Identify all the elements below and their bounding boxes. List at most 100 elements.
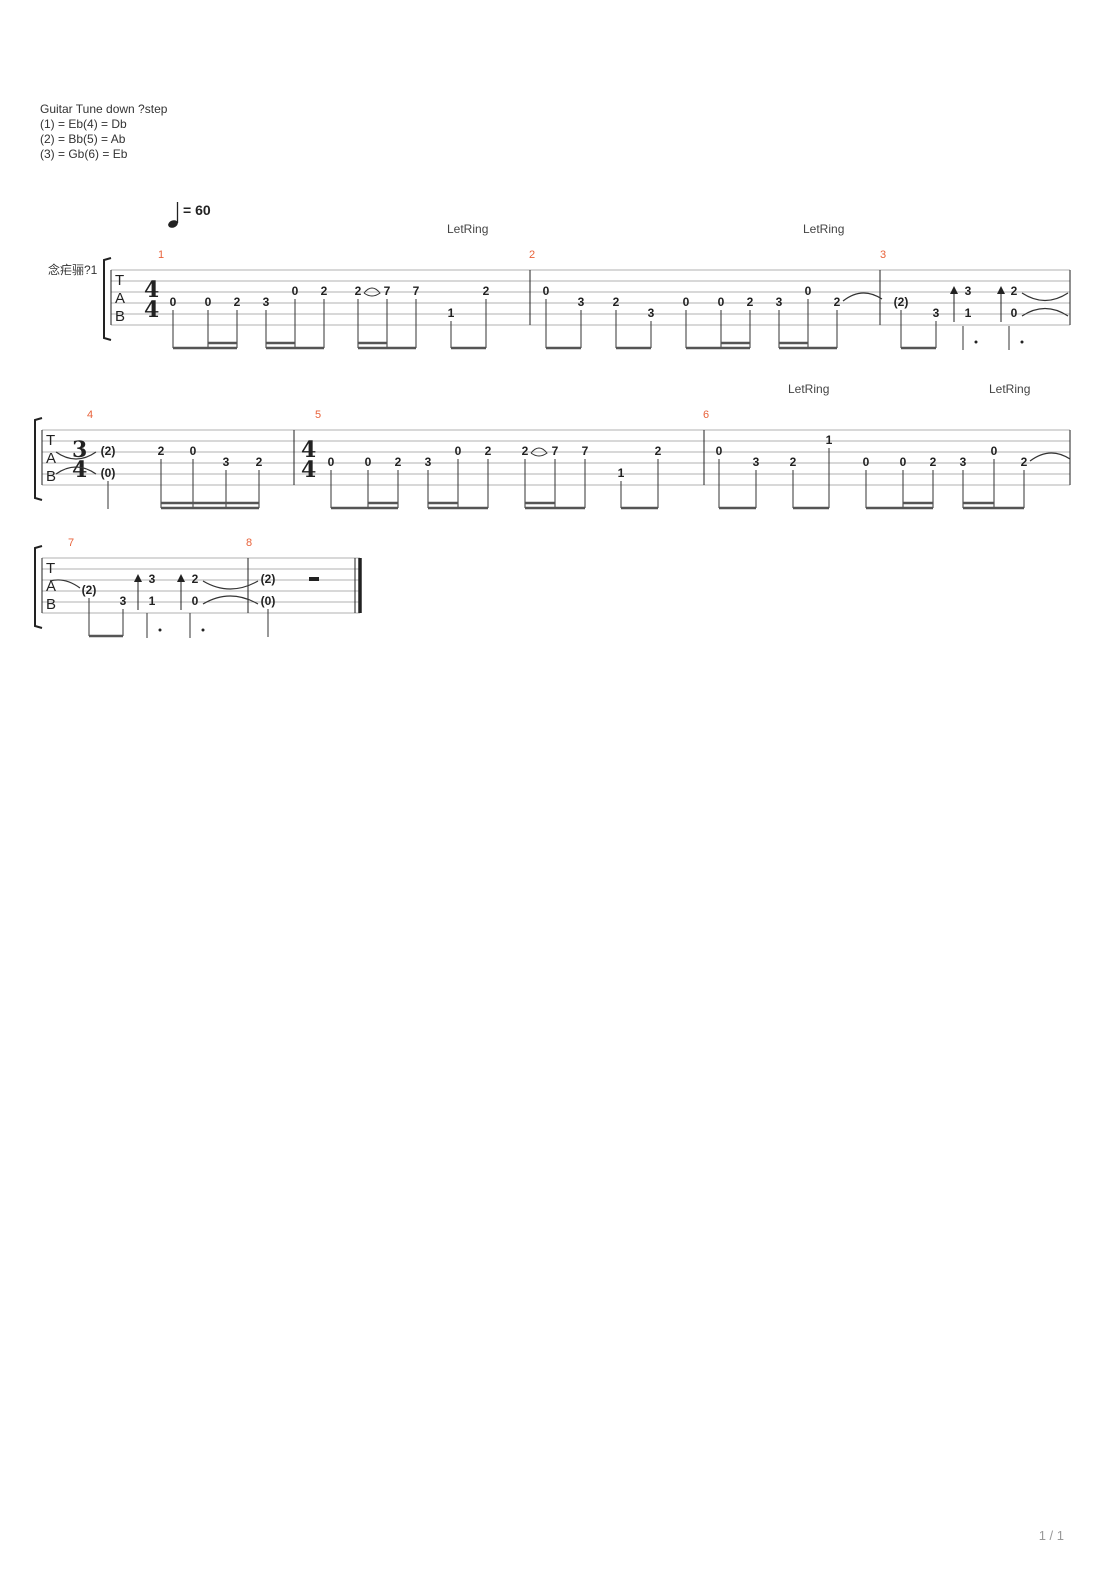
fret-number: 7 <box>384 284 391 298</box>
time-sig-top-m1: 4 <box>144 277 159 303</box>
time-sig-bottom-m1: 4 <box>144 297 159 323</box>
strum-up-arrow-icon <box>134 574 142 582</box>
fret-number: 2 <box>234 295 241 309</box>
fret-number: 3 <box>120 594 127 608</box>
fret-number: 2 <box>192 572 199 586</box>
fret-number: 3 <box>933 306 940 320</box>
staff-lines <box>42 557 360 614</box>
beams-m6 <box>719 501 1024 510</box>
tempo-value: = 60 <box>183 202 211 218</box>
fret-number: 3 <box>263 295 270 309</box>
tuning-title: Guitar Tune down ?step <box>40 102 168 116</box>
fret-number: 3 <box>578 295 585 309</box>
fret-number: 2 <box>158 444 165 458</box>
fret-number: 2 <box>930 455 937 469</box>
fret-number: 0 <box>863 455 870 469</box>
let-ring-label-3: LetRing <box>788 382 829 396</box>
fret-number: 7 <box>582 444 589 458</box>
track-name: 念疟骊?1 <box>48 262 98 277</box>
let-ring-label-1: LetRing <box>447 222 488 236</box>
tempo-mark: = 60 <box>168 202 211 228</box>
fret-number: 2 <box>485 444 492 458</box>
fret-number: 3 <box>960 455 967 469</box>
stems-m2 <box>545 299 838 348</box>
staff-lines <box>111 269 1070 326</box>
time-sig-top-m4: 3 <box>72 437 87 463</box>
tuning-info: Guitar Tune down ?step (1) = Eb(4) = Db … <box>40 102 167 162</box>
quarter-note-icon <box>168 220 178 228</box>
stems-m3 <box>900 310 1010 350</box>
fret-number: 0 <box>1011 306 1018 320</box>
dot-mark <box>158 628 162 632</box>
tab-clef-t: T <box>46 560 55 577</box>
measure-number-3: 3 <box>880 249 886 261</box>
fret-number: 2 <box>790 455 797 469</box>
fret-number: 2 <box>613 295 620 309</box>
fret-number: 0 <box>716 444 723 458</box>
measure-number-1: 1 <box>158 249 164 261</box>
tie-mark <box>1029 452 1071 462</box>
tuning-line-1: (1) = Eb(4) = Db <box>40 117 127 131</box>
measure-number-5: 5 <box>315 409 321 421</box>
strum-up-arrow-icon <box>997 286 1005 294</box>
fret-number: 3 <box>149 572 156 586</box>
system-bracket <box>103 257 112 341</box>
measure-number-8: 8 <box>246 537 252 549</box>
beams-m1 <box>173 341 486 350</box>
staff-lines <box>42 429 1070 486</box>
fret-number: 2 <box>834 295 841 309</box>
fret-number: 7 <box>552 444 559 458</box>
tie-mark <box>842 292 883 302</box>
fret-number: 2 <box>1021 455 1028 469</box>
page-number: 1 / 1 <box>1038 1528 1064 1543</box>
fret-number: 0 <box>805 284 812 298</box>
measure-1-notes: 0 0 2 3 0 2 2 7 7 1 2 <box>170 284 490 320</box>
fret-number: 0 <box>543 284 550 298</box>
barlines <box>41 430 1071 485</box>
measure-6-notes: 0 3 2 1 0 0 2 3 0 2 <box>716 433 1028 469</box>
fret-number: 2 <box>483 284 490 298</box>
fret-number: 2 <box>1011 284 1018 298</box>
fret-number: (0) <box>261 594 276 608</box>
fret-number: 0 <box>328 455 335 469</box>
system-1: T A B 4 4 1 2 3 0 0 2 3 0 2 2 7 7 1 2 <box>103 249 1071 350</box>
fret-number: 2 <box>522 444 529 458</box>
fret-number: 0 <box>683 295 690 309</box>
measure-2-notes: 0 3 2 3 0 0 2 3 0 2 <box>543 284 841 320</box>
fret-number: 0 <box>718 295 725 309</box>
tab-clef-a: A <box>46 450 56 467</box>
strum-up-arrow-icon <box>177 574 185 582</box>
tie-mark <box>55 451 97 475</box>
fret-number: 0 <box>192 594 199 608</box>
fret-number: 2 <box>747 295 754 309</box>
dot-mark <box>1020 340 1024 344</box>
dot-mark <box>201 628 205 632</box>
fret-number: 1 <box>826 433 833 447</box>
slide-mark <box>530 447 548 457</box>
measure-7-notes: (2) 3 3 1 2 0 <box>82 572 199 608</box>
measure-8-notes: (2) (0) <box>261 572 276 608</box>
stems-m4 <box>107 459 260 509</box>
barlines <box>110 270 1071 325</box>
fret-number: 2 <box>321 284 328 298</box>
slide-mark <box>363 287 381 297</box>
beams-m2 <box>546 341 837 350</box>
fret-number: 3 <box>776 295 783 309</box>
tab-clef-a: A <box>46 578 56 595</box>
system-bracket <box>34 545 43 629</box>
dot-mark <box>974 340 978 344</box>
fret-number: 7 <box>413 284 420 298</box>
fret-number: 0 <box>205 295 212 309</box>
tab-clef-b: B <box>115 308 125 325</box>
fret-number: 0 <box>292 284 299 298</box>
tie-mark <box>1021 292 1069 317</box>
system-3: T A B 7 8 (2) 3 3 1 2 0 (2) <box>34 537 362 638</box>
measure-number-7: 7 <box>68 537 74 549</box>
time-sig-bottom-m4: 4 <box>72 457 87 483</box>
fret-number: 2 <box>256 455 263 469</box>
measure-number-2: 2 <box>529 249 535 261</box>
measure-3-notes: (2) 3 3 1 2 0 <box>894 284 1018 320</box>
fret-number: (2) <box>261 572 276 586</box>
fret-number: 3 <box>965 284 972 298</box>
